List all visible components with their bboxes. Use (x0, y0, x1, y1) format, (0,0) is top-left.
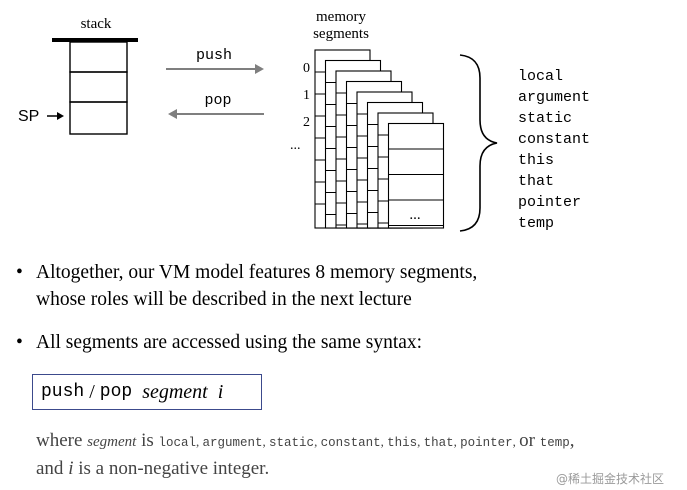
stack-top-bar (52, 38, 138, 42)
bullet-syntax: • All segments are accessed using the sam… (16, 329, 422, 356)
where-comma: , (380, 434, 388, 449)
segment-name: this (518, 152, 555, 169)
where-comma: , (262, 434, 270, 449)
segment-name: argument (518, 89, 591, 106)
stack-cell (69, 71, 128, 103)
where-comma: , (314, 434, 321, 449)
segment-index-more: ... (290, 138, 301, 153)
push-arrow-icon (166, 64, 264, 74)
segment-name: static (518, 110, 573, 127)
bullet-text-line: All segments are accessed using the same… (36, 332, 423, 353)
watermark: @稀土掘金技术社区 (556, 472, 665, 486)
syntax-pop: pop (99, 382, 133, 402)
where-comma: , (417, 434, 424, 449)
right-brace-icon (459, 54, 498, 232)
segment-name: constant (518, 131, 591, 148)
segment-name-list: local argument static constant this that… (518, 66, 590, 234)
memory-segments-label-2: segments (313, 26, 369, 42)
syntax-segment: segment (142, 380, 208, 403)
push-label: push (196, 47, 232, 64)
segment-index-1: 1 (303, 88, 310, 103)
memory-segments-label-1: memory (316, 9, 366, 25)
syntax-push: push (41, 382, 85, 402)
where-temp: temp (539, 436, 570, 450)
where-comma: , (512, 434, 520, 449)
syntax-box: push / pop segment i (32, 374, 262, 410)
where-and: and (36, 458, 69, 479)
stack-cell (69, 101, 128, 135)
where-that: that (423, 436, 454, 450)
pop-label: pop (204, 92, 231, 109)
bullet-text-line: whose roles will be described in the nex… (36, 289, 412, 310)
where-is: is (136, 430, 159, 451)
where-this: this (387, 436, 418, 450)
where-i: i (68, 458, 74, 479)
segment-frame (387, 122, 445, 229)
where-rest: is a non-negative integer. (73, 458, 270, 479)
segment-name: pointer (518, 194, 582, 211)
segment-frames (314, 49, 445, 229)
pop-arrow-icon (168, 109, 264, 119)
where-or: or (519, 430, 535, 451)
where-period: , (569, 430, 575, 451)
where-local: local (158, 436, 197, 450)
bullet-dot: • (16, 262, 23, 283)
where-static: static (269, 436, 315, 450)
sp-label: SP (18, 108, 39, 125)
stack-label: stack (81, 16, 112, 32)
bullet-text-line: Altogether, our VM model features 8 memo… (36, 262, 478, 283)
syntax-slash: / (84, 380, 100, 403)
segment-name: temp (518, 215, 555, 232)
where-segment: segment (87, 434, 137, 450)
sp-arrow-icon (47, 112, 64, 120)
syntax-i: i (217, 380, 224, 403)
where-comma: , (453, 434, 461, 449)
where-constant: constant (320, 436, 381, 450)
where-pointer: pointer (460, 436, 513, 450)
segment-index-2: 2 (303, 115, 310, 130)
segment-name: that (518, 173, 555, 190)
frame-ellipsis: ... (409, 207, 420, 223)
bullet-memory-segments: • Altogether, our VM model features 8 mem… (16, 259, 477, 313)
where-comma: , (196, 434, 203, 449)
where-description: where segment is local, argument, static… (36, 428, 574, 482)
where-word: where (36, 430, 88, 451)
stack-cell (69, 41, 128, 73)
segment-index-0: 0 (303, 61, 310, 76)
where-argument: argument (202, 436, 263, 450)
vm-memory-diagram: stack SP push pop memory segments 0 1 2 … (18, 9, 498, 232)
stack-cells (69, 41, 128, 135)
segment-name: local (518, 68, 564, 85)
bullet-dot: • (16, 332, 23, 353)
